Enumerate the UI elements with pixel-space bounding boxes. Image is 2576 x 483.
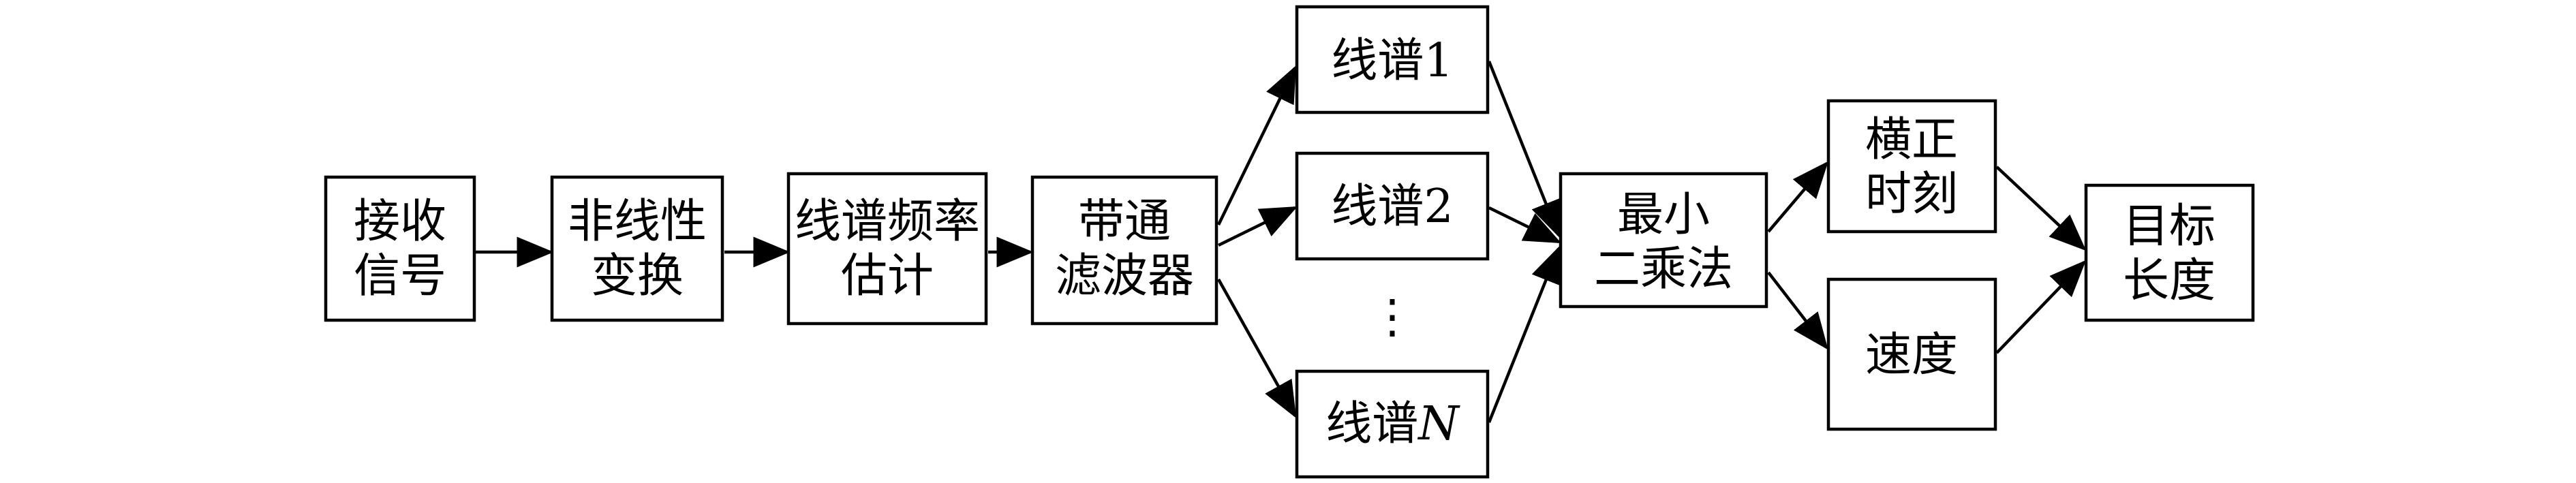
node-cpa-time-line1: 横正 — [1865, 113, 1958, 167]
node-speed-label: 速度 — [1865, 328, 1958, 382]
node-bandpass-line1: 带通 — [1078, 195, 1171, 249]
arrow-bandpass-to-line1 — [1216, 65, 1297, 225]
node-estimate-line1: 线谱频率 — [795, 195, 980, 249]
arrow-lsq-to-speed — [1767, 271, 1828, 350]
node-lsq-line1: 最小 — [1617, 188, 1710, 242]
arrow-line1-to-lsq — [1487, 61, 1561, 238]
arrow-cpa-time-to-length — [1995, 166, 2087, 251]
node-line-spectrum-n: 线谱N — [1295, 369, 1490, 479]
arrow-speed-to-length — [1995, 260, 2087, 354]
node-cpa-time: 横正 时刻 — [1826, 99, 1997, 234]
node-line-spectrum-2: 线谱2 — [1295, 151, 1490, 261]
arrow-bandpass-to-line2 — [1218, 206, 1298, 247]
arrow-lineN-to-lsq — [1487, 245, 1561, 423]
node-bandpass-filter: 带通 滤波器 — [1030, 175, 1218, 326]
arrow-line2-to-lsq — [1488, 206, 1562, 244]
ellipsis-more-line-spectra: ⋮ — [1369, 290, 1415, 344]
node-least-squares: 最小 二乘法 — [1559, 172, 1768, 309]
node-cpa-time-line2: 时刻 — [1865, 168, 1958, 221]
node-length-line1: 目标 — [2123, 200, 2215, 253]
node-receive-line1: 接收 — [354, 195, 446, 249]
node-bandpass-line2: 滤波器 — [1055, 249, 1194, 303]
node-nonlinear-line1: 非线性 — [568, 195, 707, 249]
node-length-line2: 长度 — [2123, 254, 2215, 308]
node-target-length: 目标 长度 — [2084, 183, 2255, 322]
node-lineN-suffix: N — [1417, 397, 1460, 451]
node-lineN-prefix: 线谱 — [1325, 397, 1418, 451]
node-estimate-line2: 估计 — [841, 249, 934, 303]
node-receive-signal: 接收 信号 — [324, 175, 476, 322]
node-line2-label: 线谱2 — [1331, 180, 1453, 234]
node-line-spectrum-1: 线谱1 — [1295, 5, 1490, 114]
arrow-lsq-to-cpa-time — [1767, 161, 1828, 233]
node-receive-line2: 信号 — [354, 249, 446, 303]
node-nonlinear-line2: 变换 — [591, 249, 684, 303]
node-speed: 速度 — [1826, 277, 1997, 431]
node-line-spectrum-frequency-estimation: 线谱频率 估计 — [786, 172, 988, 326]
node-lineN-label: 线谱N — [1325, 397, 1460, 451]
node-nonlinear-transform: 非线性 变换 — [550, 175, 724, 322]
connectors — [476, 61, 2087, 423]
node-line1-label: 线谱1 — [1331, 34, 1453, 88]
node-lsq-line2: 二乘法 — [1594, 243, 1733, 296]
arrow-bandpass-to-lineN — [1217, 278, 1297, 418]
